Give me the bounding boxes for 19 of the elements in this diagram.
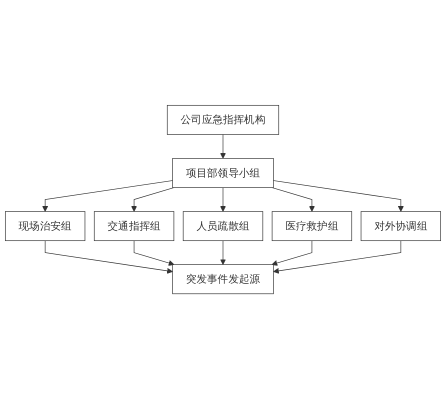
arrow [272,188,315,212]
arrow [134,240,174,266]
arrow [220,240,226,266]
node-box: 对外协调组 [360,212,441,242]
arrow [273,240,402,274]
node-box: 人员疏散组 [182,212,264,242]
node-box: 项目部领导小组 [172,158,274,188]
arrow [272,240,312,266]
node-box: 公司应急指挥机构 [166,105,280,136]
node-box: 交通指挥组 [94,212,174,242]
arrow [44,240,173,274]
arrow [220,134,226,160]
arrow [131,188,174,212]
node-box: 突发事件发起源 [172,264,274,295]
arrow [42,180,173,212]
node-box: 医疗救护组 [272,212,352,242]
arrow [220,188,226,212]
node-box: 现场治安组 [5,212,86,242]
arrow [273,180,404,212]
